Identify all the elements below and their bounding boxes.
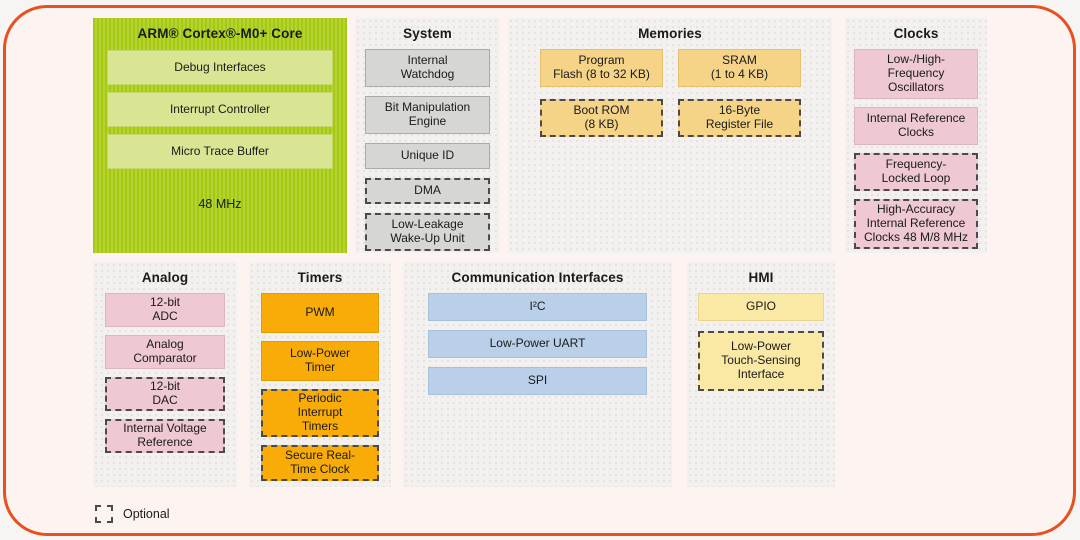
block-low-leakage-wake-up-unit: Low-Leakage Wake-Up Unit [365,213,490,251]
block-internal-reference-clocks: Internal Reference Clocks [854,107,978,145]
panel-title-memories: Memories [638,26,702,41]
block-micro-trace-buffer: Micro Trace Buffer [107,134,333,169]
panel-hmi: HMI GPIO Low-Power Touch-Sensing Interfa… [687,262,835,487]
block-i2c: I²C [428,293,647,321]
block-sram: SRAM (1 to 4 KB) [678,49,801,87]
block-unique-id: Unique ID [365,143,490,169]
core-frequency-label: 48 MHz [198,197,242,211]
panel-system: System Internal Watchdog Bit Manipulatio… [355,18,500,253]
panel-communication-interfaces: Communication Interfaces I²C Low-Power U… [403,262,672,487]
block-low-high-frequency-oscillators: Low-/High- Frequency Oscillators [854,49,978,99]
block-16-byte-register-file: 16-Byte Register File [678,99,801,137]
block-debug-interfaces: Debug Interfaces [107,50,333,85]
block-interrupt-controller: Interrupt Controller [107,92,333,127]
block-high-accuracy-internal-reference-clocks: High-Accuracy Internal Reference Clocks … [854,199,978,249]
block-low-power-touch-sensing-interface: Low-Power Touch-Sensing Interface [698,331,824,391]
panel-timers: Timers PWM Low-Power Timer Periodic Inte… [249,262,391,487]
block-frequency-locked-loop: Frequency- Locked Loop [854,153,978,191]
block-periodic-interrupt-timers: Periodic Interrupt Timers [261,389,379,437]
block-program-flash: Program Flash (8 to 32 KB) [540,49,663,87]
block-dma: DMA [365,178,490,204]
optional-label: Optional [123,507,170,521]
panel-title-communication-interfaces: Communication Interfaces [451,270,624,285]
panel-title-hmi: HMI [748,270,774,285]
panel-cortex-m0-core: ARM® Cortex®-M0+ Core Debug Interfaces I… [93,18,347,253]
panel-memories: Memories Program Flash (8 to 32 KB) SRAM… [508,18,832,253]
block-12-bit-adc: 12-bit ADC [105,293,225,327]
block-internal-watchdog: Internal Watchdog [365,49,490,87]
memories-row-1: Program Flash (8 to 32 KB) SRAM (1 to 4 … [540,49,832,87]
block-boot-rom: Boot ROM (8 KB) [540,99,663,137]
panel-clocks: Clocks Low-/High- Frequency Oscillators … [845,18,987,253]
memories-row-2: Boot ROM (8 KB) 16-Byte Register File [540,99,832,137]
block-bit-manipulation-engine: Bit Manipulation Engine [365,96,490,134]
block-secure-real-time-clock: Secure Real- Time Clock [261,445,379,481]
core-title: ARM® Cortex®-M0+ Core [137,26,303,41]
block-spi: SPI [428,367,647,395]
block-gpio: GPIO [698,293,824,321]
block-internal-voltage-reference: Internal Voltage Reference [105,419,225,453]
panel-title-timers: Timers [297,270,343,285]
block-analog-comparator: Analog Comparator [105,335,225,369]
panel-title-system: System [403,26,452,41]
optional-dashed-box [95,505,113,523]
panel-analog: Analog 12-bit ADC Analog Comparator 12-b… [93,262,237,487]
block-low-power-uart: Low-Power UART [428,330,647,358]
panel-title-clocks: Clocks [893,26,939,41]
panel-title-analog: Analog [141,270,189,285]
block-low-power-timer: Low-Power Timer [261,341,379,381]
optional-legend: Optional [95,505,170,523]
block-pwm: PWM [261,293,379,333]
block-12-bit-dac: 12-bit DAC [105,377,225,411]
